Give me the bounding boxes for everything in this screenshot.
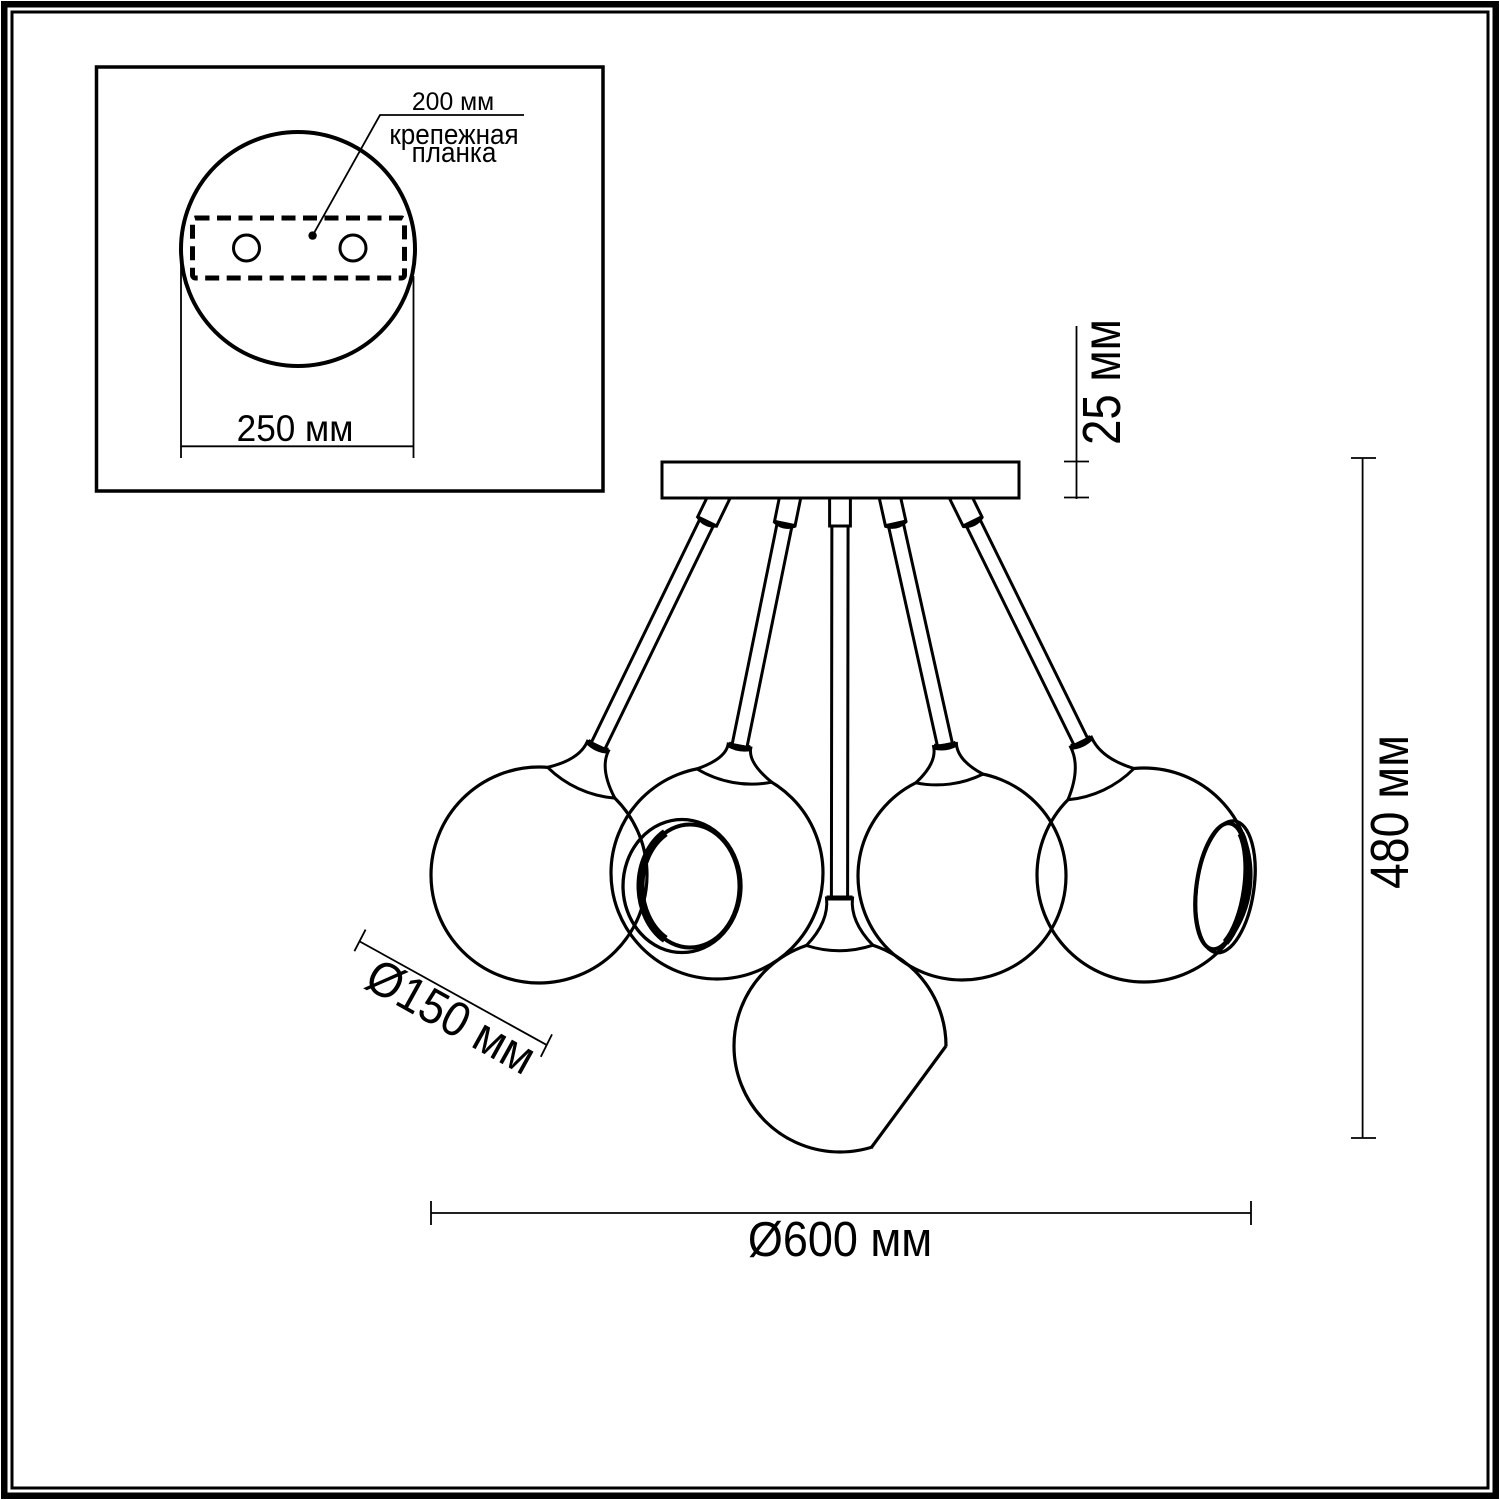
svg-text:Ø600 мм: Ø600 мм bbox=[748, 1211, 932, 1266]
svg-text:25 мм: 25 мм bbox=[1071, 319, 1132, 445]
svg-text:200 мм: 200 мм bbox=[412, 88, 494, 116]
svg-text:крепежная: крепежная bbox=[389, 118, 518, 151]
svg-text:250 мм: 250 мм bbox=[237, 407, 354, 449]
svg-text:планка: планка bbox=[412, 136, 497, 169]
svg-text:480 мм: 480 мм bbox=[1359, 735, 1420, 889]
